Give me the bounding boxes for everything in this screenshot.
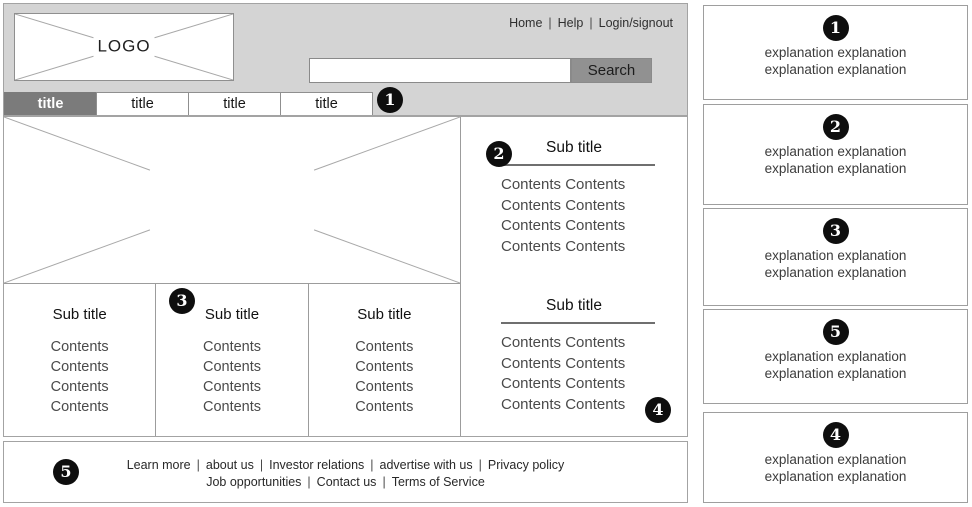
explanation-box-2: 2 explanation explanation explanation ex… — [703, 104, 968, 205]
logo-placeholder-x-icon — [15, 14, 233, 80]
contents-line: Contents Contents — [501, 375, 626, 392]
search-button[interactable]: Search — [571, 58, 652, 83]
footer-links-row-1: Learn more | about us | Investor relations | a… — [4, 457, 687, 474]
annotation-marker-4: 4 — [645, 397, 671, 423]
contents-line: Contents — [50, 399, 109, 415]
contents-line: Contents Contents — [501, 334, 626, 351]
footer-separator: | — [259, 458, 264, 472]
column-subtitle: Sub title — [357, 306, 412, 323]
contents-line: Contents — [202, 339, 262, 355]
site-header: LOGO Home | Help | Login/signout Search titl… — [3, 3, 688, 116]
teaser-column-2: Sub title Contents Contents Contents Con… — [156, 284, 309, 436]
main-nav-tabs: title title title title — [4, 92, 373, 115]
sidebar-contents-list: Contents Contents Contents Contents Cont… — [461, 333, 687, 415]
contents-line: Contents — [50, 379, 109, 395]
annotation-marker-2: 2 — [486, 141, 512, 167]
hero-image-placeholder — [4, 117, 461, 284]
legend-marker-1: 1 — [822, 15, 849, 41]
footer-link-investor-relations[interactable]: Investor relations — [269, 458, 365, 472]
annotation-marker-1: 1 — [377, 87, 403, 113]
explanation-text: explanation explanation explanation expl… — [764, 349, 907, 381]
teaser-columns: Sub title Contents Contents Contents Con… — [4, 284, 461, 436]
footer-link-learn-more[interactable]: Learn more — [126, 458, 191, 472]
contents-line: Contents — [202, 379, 262, 395]
utility-nav: Home | Help | Login/signout — [509, 16, 673, 30]
contents-line: Contents — [202, 399, 262, 415]
annotation-marker-5: 5 — [53, 459, 79, 485]
legend-marker-4: 4 — [822, 422, 849, 448]
annotation-marker-3: 3 — [169, 288, 195, 314]
explanation-text: explanation explanation explanation expl… — [764, 452, 907, 484]
footer-separator: | — [307, 474, 311, 489]
footer-separator: | — [478, 458, 482, 472]
column-subtitle: Sub title — [204, 306, 260, 323]
subtitle-divider — [501, 322, 655, 324]
contents-line: Contents — [50, 359, 109, 375]
footer-separator: | — [382, 474, 386, 489]
footer-link-about-us[interactable]: about us — [205, 458, 254, 472]
image-placeholder-x-icon — [4, 117, 460, 283]
sidebar-contents-list: Contents Contents Contents Contents Cont… — [461, 175, 687, 257]
contents-line: Contents Contents — [501, 217, 626, 234]
column-contents-list: Contents Contents Contents Contents — [4, 337, 155, 417]
footer-separator: | — [196, 458, 200, 472]
contents-line: Contents Contents — [501, 354, 626, 372]
column-contents-list: Contents Contents Contents Contents — [156, 337, 307, 417]
legend-marker-3: 3 — [822, 218, 849, 244]
nav-separator: | — [548, 16, 552, 30]
footer-link-privacy-policy[interactable]: Privacy policy — [487, 458, 565, 472]
teaser-column-3: Sub title Contents Contents Contents Con… — [309, 284, 461, 436]
explanation-box-4: 4 explanation explanation explanation ex… — [703, 412, 968, 503]
footer-links-row-2: Job opportunities | Contact us | Terms of Se… — [4, 474, 687, 491]
explanation-box-3: 3 explanation explanation explanation ex… — [703, 208, 968, 306]
tab-title-2[interactable]: title — [96, 92, 189, 115]
teaser-column-1: Sub title Contents Contents Contents Con… — [4, 284, 157, 436]
search-input[interactable] — [309, 58, 571, 83]
logo-text: LOGO — [97, 36, 151, 56]
contents-line: Contents — [355, 339, 414, 355]
footer-link-contact-us[interactable]: Contact us — [316, 474, 377, 489]
tab-title-4[interactable]: title — [280, 92, 373, 115]
contents-line: Contents — [202, 359, 262, 375]
contents-line: Contents Contents — [501, 196, 626, 214]
right-sidebar: Sub title Contents Contents Contents Con… — [461, 117, 687, 436]
contents-line: Contents — [50, 339, 109, 355]
nav-link-home[interactable]: Home — [509, 16, 543, 30]
sidebar-section-1: Sub title Contents Contents Contents Con… — [461, 139, 687, 257]
footer-separator: | — [370, 458, 374, 472]
explanation-text: explanation explanation explanation expl… — [764, 45, 907, 77]
contents-line: Contents — [355, 359, 414, 375]
explanation-box-5: 5 explanation explanation explanation ex… — [703, 309, 968, 404]
tab-title-1[interactable]: title — [4, 92, 97, 115]
sidebar-section-2: Sub title Contents Contents Contents Con… — [461, 297, 687, 415]
nav-link-login-signout[interactable]: Login/signout — [598, 16, 673, 30]
sidebar-subtitle: Sub title — [545, 297, 602, 314]
explanation-text: explanation explanation explanation expl… — [764, 144, 907, 176]
nav-separator: | — [589, 16, 593, 30]
footer-link-advertise[interactable]: advertise with us — [379, 458, 473, 472]
sidebar-subtitle: Sub title — [545, 139, 602, 156]
contents-line: Contents — [355, 399, 414, 415]
main-content: Sub title Contents Contents Contents Con… — [3, 116, 688, 437]
nav-link-help[interactable]: Help — [557, 16, 584, 30]
contents-line: Contents Contents — [501, 395, 626, 413]
logo-placeholder[interactable]: LOGO — [14, 13, 234, 81]
footer-link-job-opportunities[interactable]: Job opportunities — [206, 474, 302, 489]
footer-link-terms-of-service[interactable]: Terms of Service — [391, 474, 485, 489]
contents-line: Contents — [355, 379, 414, 395]
legend-marker-5: 5 — [822, 319, 849, 345]
contents-line: Contents Contents — [501, 176, 626, 193]
contents-line: Contents Contents — [501, 237, 626, 255]
column-contents-list: Contents Contents Contents Contents — [309, 337, 460, 417]
subtitle-divider — [501, 164, 655, 166]
site-footer: Learn more | about us | Investor relations | a… — [3, 441, 688, 503]
legend-marker-2: 2 — [822, 114, 849, 140]
explanation-box-1: 1 explanation explanation explanation ex… — [703, 5, 968, 100]
column-subtitle: Sub title — [52, 306, 107, 323]
tab-title-3[interactable]: title — [188, 92, 281, 115]
explanation-text: explanation explanation explanation expl… — [764, 248, 907, 280]
